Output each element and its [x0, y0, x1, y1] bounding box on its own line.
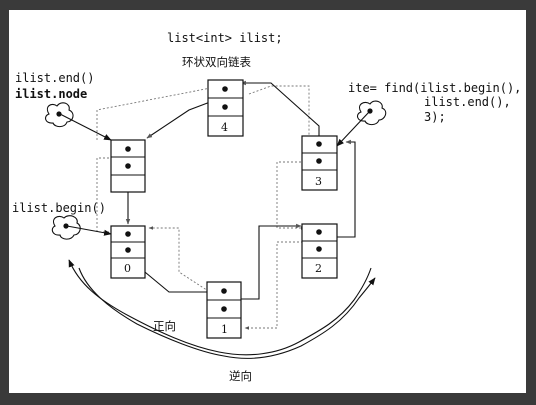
- list-node-end: [110, 139, 146, 193]
- forward-label: 正向: [153, 319, 176, 333]
- ite-pointer-blob: [336, 100, 387, 147]
- end-call-label: ilist.end(): [15, 71, 94, 85]
- backward-label: 逆向: [229, 369, 252, 383]
- find-call-line-3: 3);: [424, 110, 446, 124]
- list-diagram-canvas: list<int> ilist; 环状双向链表 ilist.end() ilis…: [9, 10, 526, 393]
- node-1-label: 1: [221, 323, 228, 336]
- find-call-line-2: ilist.end(),: [424, 95, 511, 109]
- end-pointer-blob: [44, 102, 112, 141]
- list-node-1: 1: [206, 281, 242, 339]
- node-3-label: 3: [315, 175, 322, 188]
- node-4-label: 4: [221, 121, 228, 134]
- list-node-0: 0: [110, 225, 146, 279]
- end-node-label: ilist.node: [15, 87, 87, 101]
- node-0-label: 0: [124, 262, 131, 275]
- node-2-label: 2: [315, 262, 322, 275]
- list-node-3: 3: [301, 135, 338, 191]
- list-node-4: 4: [207, 79, 244, 137]
- diagram-subtitle: 环状双向链表: [182, 55, 251, 69]
- begin-call-label: ilist.begin(): [12, 201, 106, 215]
- find-call-line-1: ite= find(ilist.begin(),: [348, 81, 521, 95]
- forward-direction-curve: [68, 259, 376, 359]
- list-node-2: 2: [301, 223, 338, 279]
- list-declaration: list<int> ilist;: [167, 31, 283, 45]
- begin-pointer-blob: [51, 215, 112, 240]
